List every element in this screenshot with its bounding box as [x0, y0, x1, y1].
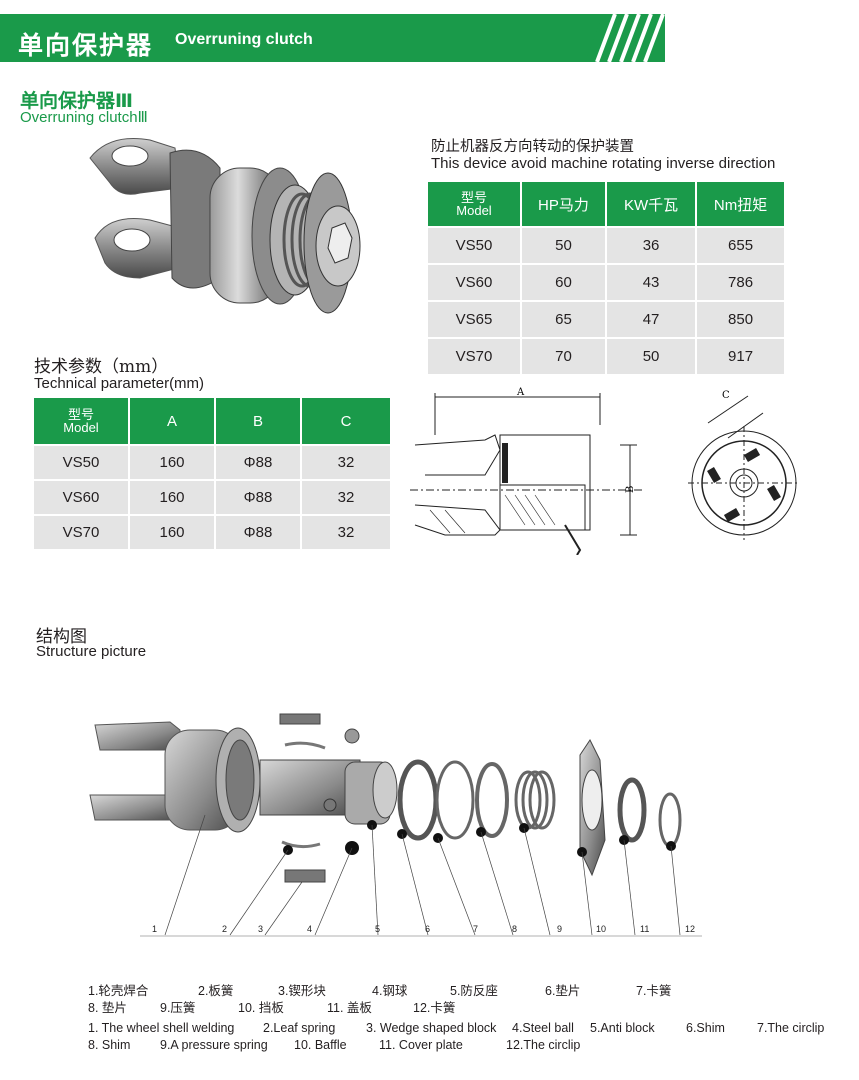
legend-item: 1. The wheel shell welding [88, 1021, 235, 1035]
callout-8: 8 [512, 924, 517, 934]
legend-item: 2.板簧 [198, 984, 234, 998]
dim-c-label: C [722, 390, 730, 401]
legend-item: 10. 挡板 [238, 1001, 284, 1015]
callout-11: 11 [640, 924, 649, 934]
side-section-drawing: A B [410, 387, 645, 555]
dim-b-label: B [625, 486, 636, 493]
tech-th-a: A [130, 398, 214, 444]
legend-item: 8. 垫片 [88, 1001, 127, 1015]
callout-5: 5 [375, 924, 380, 934]
tech-th-model: 型号 Model [34, 398, 128, 444]
legend-item: 3. Wedge shaped block [366, 1021, 497, 1035]
header-bar [0, 14, 663, 62]
device-th-kw: KW千瓦 [606, 182, 696, 226]
device-th-hp: HP马力 [522, 182, 605, 226]
callout-1: 1 [152, 924, 157, 934]
callout-6: 6 [425, 924, 430, 934]
legend-item: 12.The circlip [506, 1038, 581, 1052]
callout-10: 10 [596, 924, 606, 934]
device-desc-cn: 防止机器反方向转动的保护装置 [431, 139, 634, 155]
exploded-view-drawing: 1 2 3 4 5 6 7 8 9 10 11 12 [89, 713, 702, 937]
legend-item: 9.压簧 [160, 1001, 196, 1015]
front-view-drawing: C [688, 390, 800, 540]
callout-4: 4 [307, 924, 312, 934]
legend-item: 4.Steel ball [512, 1021, 574, 1035]
legend-item: 11. 盖板 [327, 1001, 372, 1015]
callout-3: 3 [258, 924, 263, 934]
legend-item: 2.Leaf spring [263, 1021, 336, 1035]
callout-7: 7 [473, 924, 478, 934]
product-title-en: Overruning clutchⅢ [20, 109, 148, 126]
legend-item: 7.The circlip [757, 1021, 825, 1035]
callout-12: 12 [685, 924, 695, 934]
legend-item: 4.钢球 [372, 984, 408, 998]
tech-th-c: C [302, 398, 390, 444]
legend-item: 1.轮壳焊合 [88, 984, 149, 998]
legend-item: 8. Shim [88, 1038, 131, 1052]
structure-title-en: Structure picture [36, 643, 147, 660]
legend-item: 10. Baffle [294, 1038, 347, 1052]
legend-item: 6.Shim [686, 1021, 725, 1035]
callout-9: 9 [557, 924, 562, 934]
legend-item: 12.卡簧 [413, 1001, 456, 1015]
device-th-model: 型号 Model [428, 182, 520, 226]
device-th-nm: Nm扭矩 [697, 182, 784, 226]
legend-item: 7.卡簧 [636, 984, 672, 998]
device-desc-en: This device avoid machine rotating inver… [431, 155, 776, 172]
tech-title-cn: 技术参数（mm） [34, 357, 169, 377]
product-title-cn: 单向保护器Ⅲ [20, 90, 133, 112]
legend-item: 5.防反座 [450, 984, 498, 998]
legend-item: 5.Anti block [590, 1021, 655, 1035]
legend-item: 6.垫片 [545, 984, 581, 998]
legend-item: 11. Cover plate [379, 1038, 463, 1052]
structure-title-cn: 结构图 [36, 627, 87, 647]
tech-title-en: Technical parameter(mm) [34, 375, 205, 392]
legend-item: 9.A pressure spring [160, 1038, 268, 1052]
legend-item: 3.锲形块 [278, 984, 326, 998]
tech-th-b: B [216, 398, 300, 444]
dim-a-label: A [516, 387, 525, 398]
callout-2: 2 [222, 924, 227, 934]
header-title-en: Overruning clutch [175, 31, 313, 48]
header-stripes [585, 14, 665, 62]
product-photo [89, 137, 361, 314]
header-title-cn: 单向保护器 [18, 31, 154, 60]
